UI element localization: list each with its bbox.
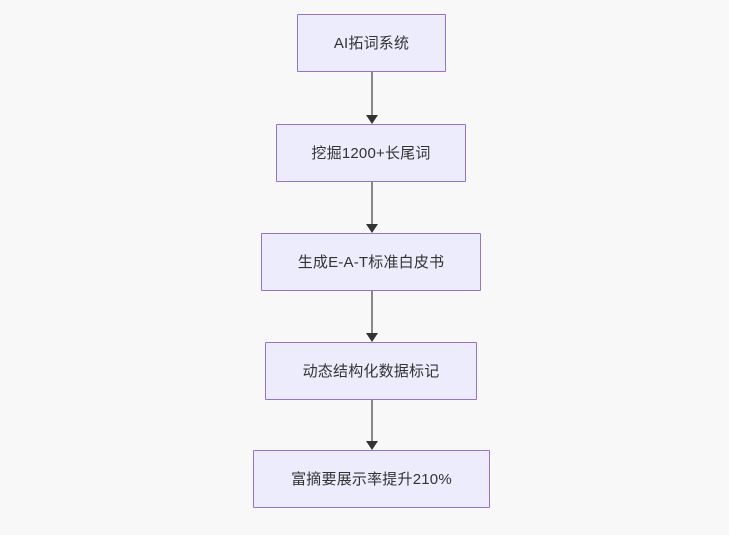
flow-node-label: 生成E-A-T标准白皮书 xyxy=(297,253,445,271)
flow-node-label: 挖掘1200+长尾词 xyxy=(311,144,431,162)
flow-node-label: 富摘要展示率提升210% xyxy=(291,470,452,488)
edge-arrowhead-icon xyxy=(366,441,378,450)
edge-arrowhead-icon xyxy=(366,224,378,233)
edge-line xyxy=(371,72,373,115)
flow-node-label: 动态结构化数据标记 xyxy=(302,362,440,380)
flow-node-dynamic-structured-data-markup[interactable]: 动态结构化数据标记 xyxy=(265,342,477,400)
flow-node-ai-keyword-system[interactable]: AI拓词系统 xyxy=(297,14,446,72)
edge-line xyxy=(371,182,373,224)
flow-node-label: AI拓词系统 xyxy=(333,34,410,52)
flow-node-rich-snippet-rate-increase[interactable]: 富摘要展示率提升210% xyxy=(253,450,490,508)
edge-arrowhead-icon xyxy=(366,333,378,342)
edge-line xyxy=(371,400,373,441)
edge-line xyxy=(371,291,373,333)
edge-arrowhead-icon xyxy=(366,115,378,124)
flow-node-mine-longtail-keywords[interactable]: 挖掘1200+长尾词 xyxy=(276,124,466,182)
flow-node-generate-eat-whitepaper[interactable]: 生成E-A-T标准白皮书 xyxy=(261,233,481,291)
